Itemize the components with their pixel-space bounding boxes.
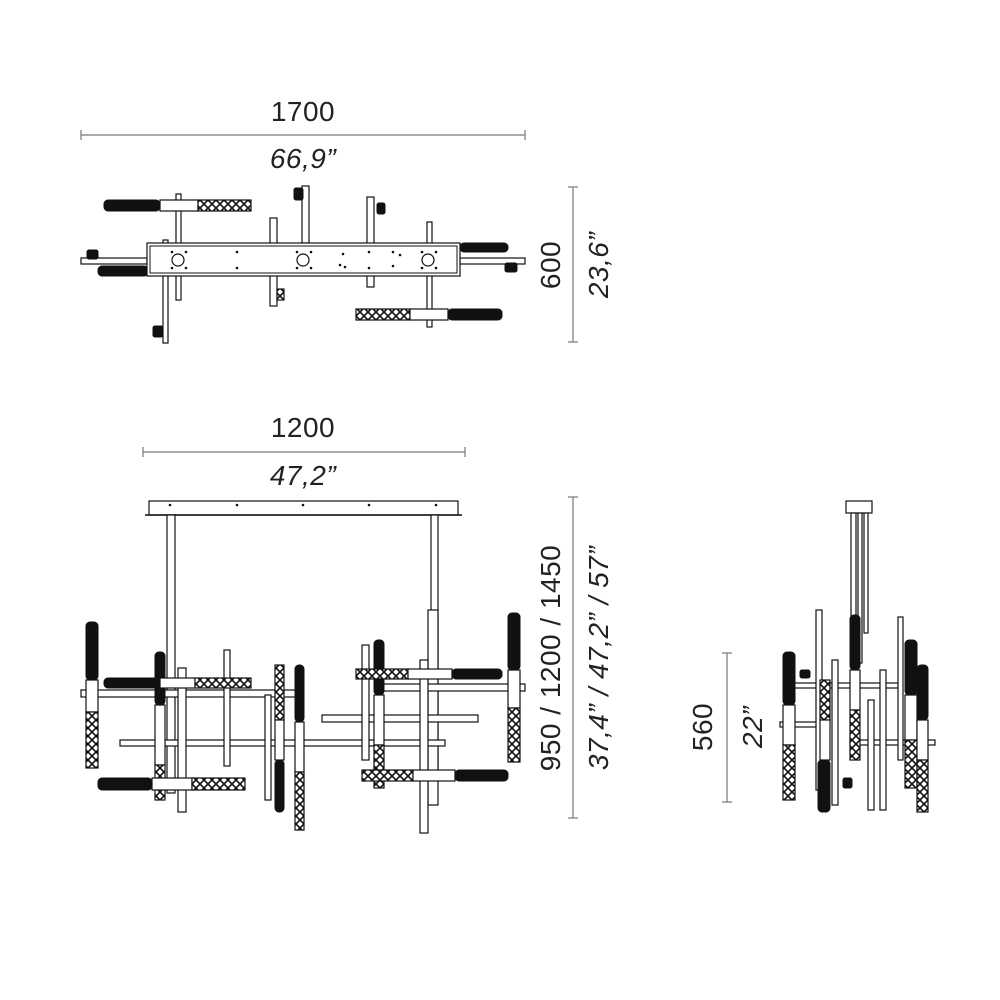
side-height-mm: 560	[687, 703, 718, 751]
top-view: 1700 66,9” 600 23,6”	[80, 96, 614, 344]
top-depth-in: 23,6”	[583, 231, 614, 299]
top-depth-mm: 600	[535, 241, 566, 289]
front-fixture	[80, 500, 526, 834]
front-view: 1200 47,2” 950 / 1200 / 1450 37,4” / 47,…	[80, 412, 614, 834]
side-fixture	[779, 500, 936, 813]
side-height-in: 22”	[737, 705, 768, 749]
front-height-mm: 950 / 1200 / 1450	[535, 545, 566, 771]
side-view: 560 22”	[687, 500, 936, 813]
top-width-in: 66,9”	[270, 143, 337, 174]
top-plan-fixture	[80, 185, 526, 344]
front-height-in: 37,4” / 47,2” / 57”	[583, 545, 614, 770]
front-width-in: 47,2”	[270, 460, 337, 491]
front-width-mm: 1200	[271, 412, 335, 443]
top-width-mm: 1700	[271, 96, 335, 127]
